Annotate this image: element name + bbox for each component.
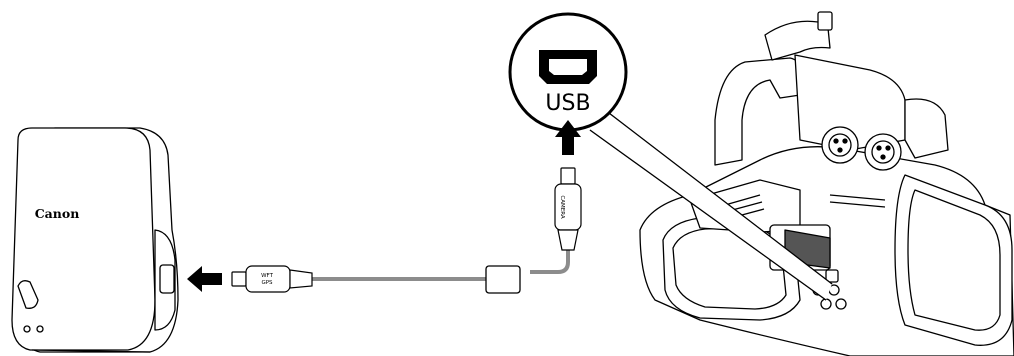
usb-cable bbox=[312, 248, 568, 293]
gps-receiver: Canon bbox=[12, 128, 178, 352]
ferrite-core bbox=[486, 266, 520, 293]
receiver-brand-logo: Canon bbox=[35, 206, 80, 221]
receiver-plug: WFT GPS bbox=[232, 266, 312, 292]
usb-port-icon bbox=[539, 50, 597, 84]
receiver-plug-label-2: GPS bbox=[261, 280, 273, 286]
camera-plug: CAMERA bbox=[555, 168, 581, 250]
receiver-plug-label-1: WFT bbox=[261, 273, 274, 279]
camera-plug-label: CAMERA bbox=[559, 195, 565, 218]
arrow-left-icon bbox=[187, 266, 222, 292]
usb-callout: USB bbox=[510, 14, 626, 130]
usb-port-label: USB bbox=[545, 91, 590, 116]
